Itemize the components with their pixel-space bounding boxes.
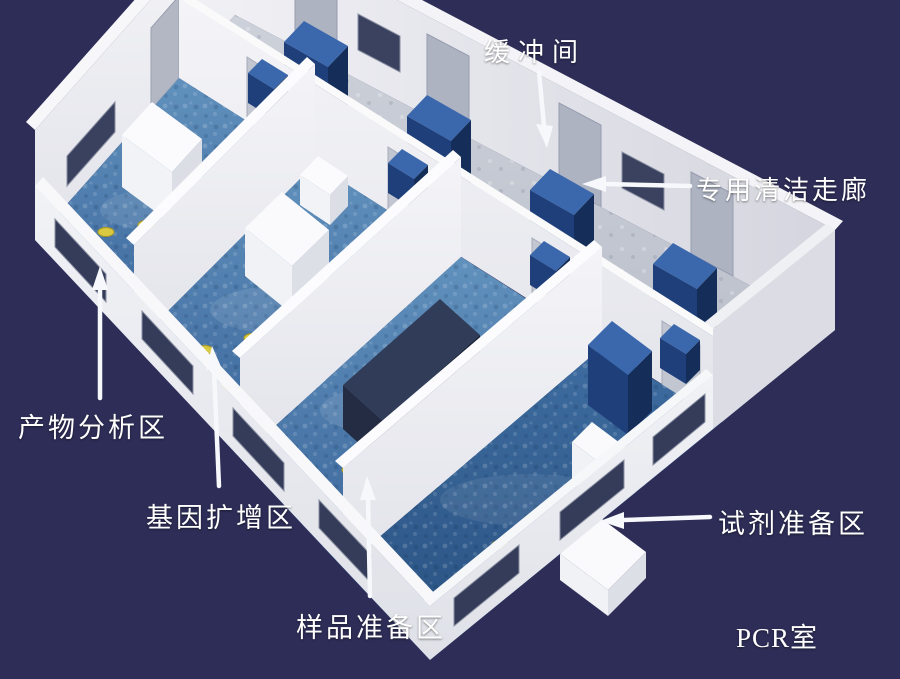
- wall-cabinet: [300, 156, 348, 225]
- window: [141, 309, 194, 396]
- window: [232, 406, 285, 493]
- window: [652, 392, 706, 467]
- label-product-analysis: 产物分析区: [18, 413, 168, 443]
- label-gene-amplification: 基因扩增区: [146, 503, 296, 533]
- back-wall-top: [396, 0, 843, 230]
- label-reagent-preparation: 试剂准备区: [718, 509, 868, 539]
- partition-wall: [232, 150, 461, 458]
- label-buffer-room: 缓冲间: [484, 38, 587, 67]
- room-reagent-preparation: [343, 321, 722, 660]
- back-wall-window: [357, 13, 401, 73]
- back-wall: [235, 0, 843, 330]
- label-sample-preparation: 样品准备区: [296, 613, 446, 643]
- partition-wall: [335, 240, 602, 568]
- left-end-wall-top: [26, 0, 151, 130]
- pass-box: [660, 324, 700, 384]
- right-end-wall: [423, 223, 835, 660]
- blue-cabinet: [588, 321, 652, 435]
- label-room-title: PCR室: [736, 623, 819, 653]
- partition-wall: [126, 57, 315, 345]
- back-wall-window: [621, 151, 665, 211]
- left-wall-window: [66, 100, 116, 188]
- back-wall-door: [690, 171, 734, 277]
- label-clean-corridor: 专用清洁走廊: [696, 176, 871, 205]
- window: [559, 458, 625, 542]
- front-left-wall: [35, 177, 438, 660]
- window: [453, 543, 520, 628]
